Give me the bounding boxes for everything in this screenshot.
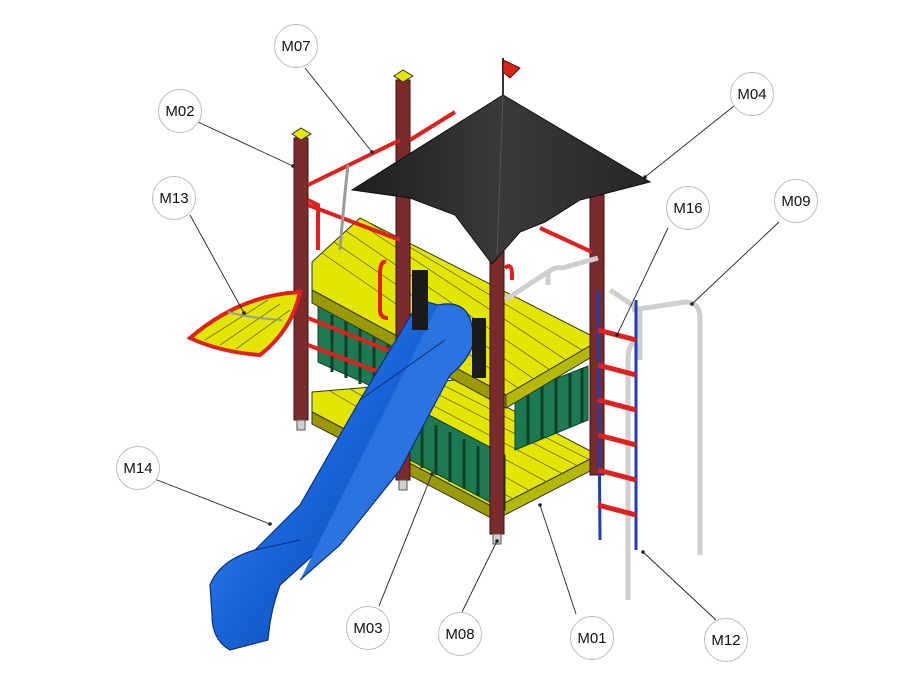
slide-entry-frames (412, 270, 486, 378)
leader-dots (242, 150, 694, 554)
callout-m08: M08 (438, 612, 482, 656)
callout-label: M12 (711, 631, 741, 649)
callout-m02: M02 (158, 89, 202, 133)
callout-m13: M13 (152, 176, 196, 220)
callout-m14: M14 (116, 446, 160, 490)
callout-label: M16 (673, 199, 703, 217)
flag (502, 58, 521, 95)
callout-label: M04 (737, 85, 767, 103)
callout-label: M09 (781, 192, 811, 210)
callout-m03: M03 (346, 606, 390, 650)
callout-label: M13 (159, 189, 189, 207)
callout-label: M07 (281, 37, 311, 55)
climbing-rope (338, 164, 350, 251)
callout-m12: M12 (704, 618, 748, 662)
roof (350, 94, 652, 265)
callout-m01: M01 (570, 616, 614, 660)
callout-m09: M09 (774, 179, 818, 223)
side-platform (186, 289, 303, 358)
callout-label: M02 (165, 102, 195, 120)
callout-label: M01 (577, 629, 607, 647)
callout-m07: M07 (274, 24, 318, 68)
callout-label: M14 (123, 459, 153, 477)
leader-lines (151, 67, 780, 621)
callout-m04: M04 (730, 72, 774, 116)
steel-bars (503, 255, 703, 600)
callout-m16: M16 (666, 186, 710, 230)
post-caps (291, 69, 414, 141)
callout-label: M08 (445, 625, 475, 643)
callout-label: M03 (353, 619, 383, 637)
post-feet (296, 419, 502, 545)
red-rails (307, 110, 593, 382)
